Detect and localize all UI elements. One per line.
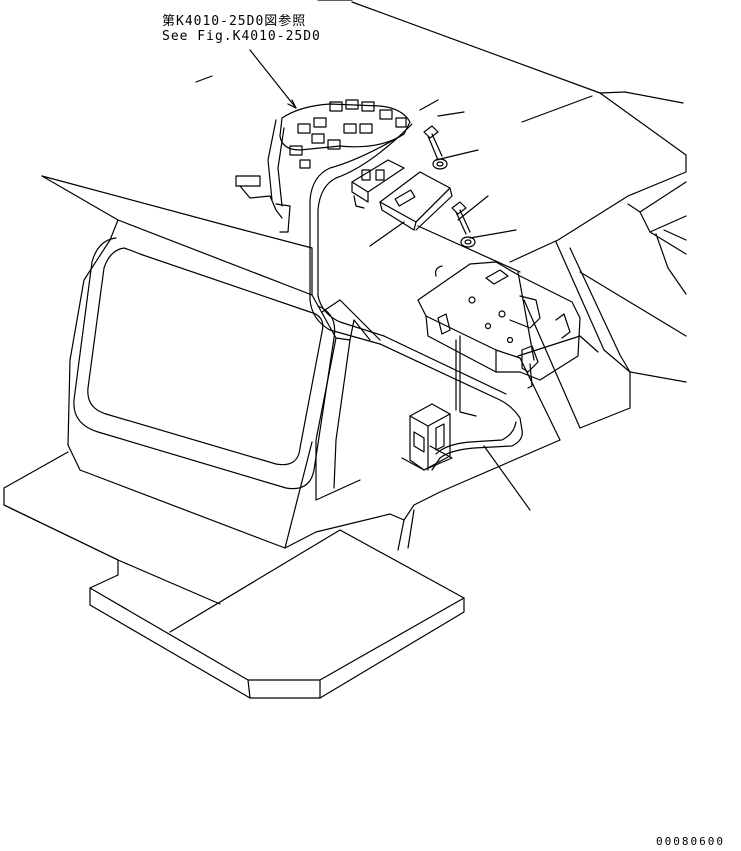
reference-label-japanese: 第K4010-25D0図参照	[162, 14, 307, 29]
drawing-number: 00080600	[656, 835, 725, 848]
leader-lines	[196, 50, 580, 510]
switch-lever	[402, 404, 452, 470]
reference-label-english: See Fig.K4010-25D0	[162, 29, 321, 44]
console-deck	[518, 182, 686, 440]
controller-unit	[352, 160, 452, 230]
harness-lower	[432, 336, 522, 470]
fasteners	[424, 126, 475, 247]
cab-body	[4, 0, 686, 698]
mounting-bracket	[418, 262, 580, 388]
harness-upper	[236, 100, 522, 430]
